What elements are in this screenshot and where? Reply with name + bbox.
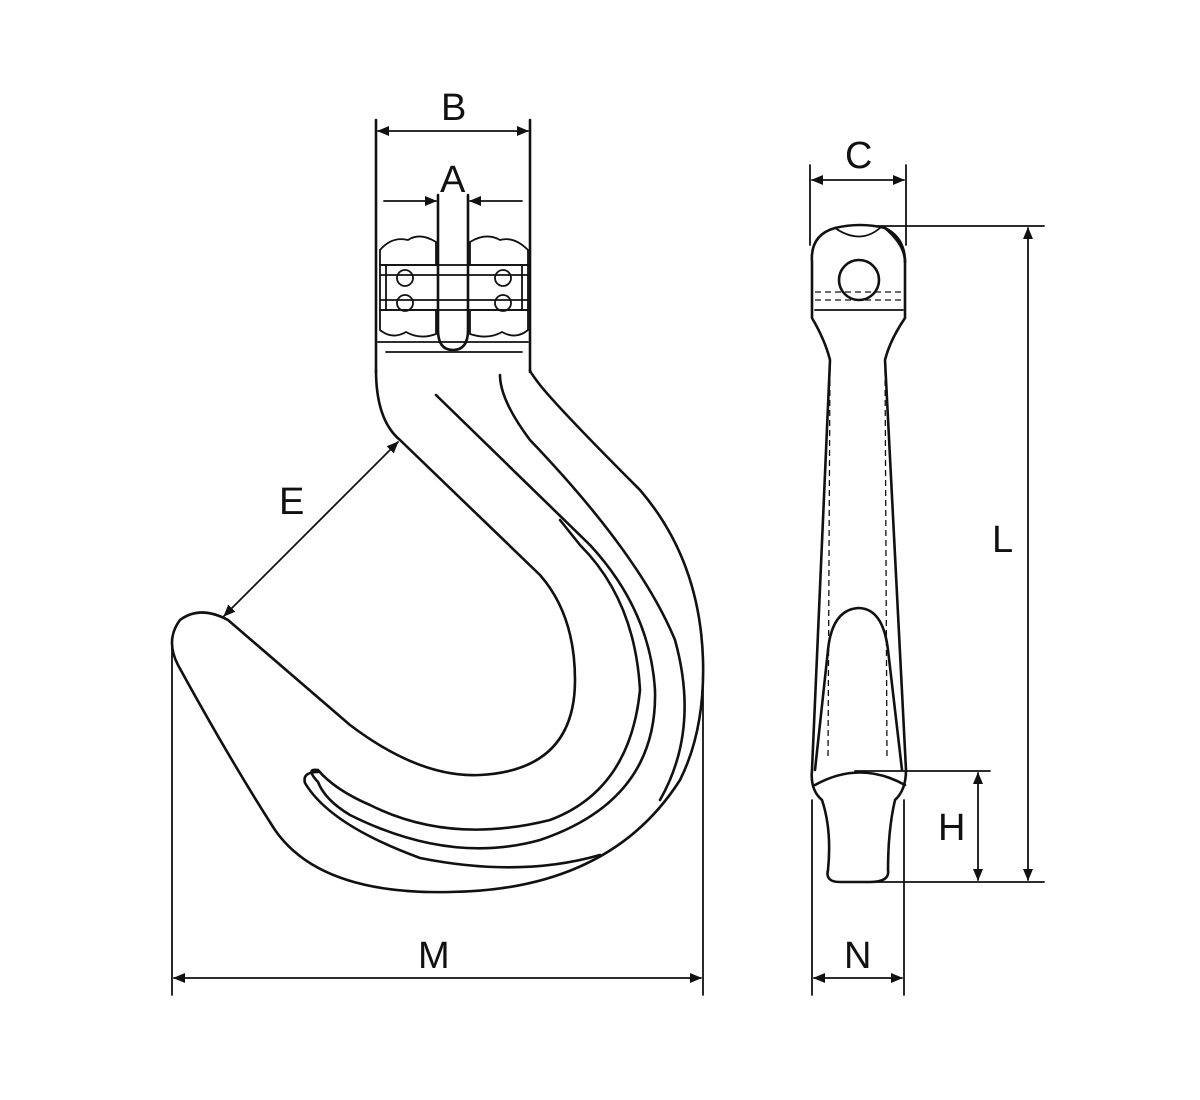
hook-tip-curve	[303, 770, 602, 869]
side-outline	[810, 223, 908, 884]
hook-inner-groove	[310, 393, 657, 850]
clevis-slot	[436, 193, 470, 352]
dimension-lines	[171, 126, 1045, 996]
clevis-pin-left-bottom	[396, 294, 414, 312]
label-n: N	[844, 935, 871, 977]
hook-back-rib	[498, 373, 686, 802]
clevis-right-lower-section	[469, 309, 529, 338]
side-tip-shape	[826, 606, 904, 772]
label-b: B	[441, 87, 466, 129]
label-e: E	[279, 481, 304, 523]
clevis-right-section	[469, 235, 529, 266]
label-m: M	[418, 935, 450, 977]
side-foot	[813, 771, 907, 787]
clevis-pin-left-top	[396, 269, 414, 287]
clevis-left-lower-section	[379, 309, 437, 338]
hook-outline	[170, 368, 705, 894]
label-c: C	[845, 135, 872, 177]
side-eye-hole	[837, 258, 881, 302]
clevis-band	[379, 264, 529, 311]
clevis-pin-right-bottom	[494, 294, 512, 312]
label-a: A	[440, 159, 466, 201]
label-h: H	[938, 807, 965, 849]
label-l: L	[992, 519, 1013, 561]
clevis-left-section	[379, 235, 437, 266]
clevis-pin-right-top	[494, 269, 512, 287]
hook-side-view	[810, 223, 908, 884]
hook-front-view	[170, 118, 705, 894]
